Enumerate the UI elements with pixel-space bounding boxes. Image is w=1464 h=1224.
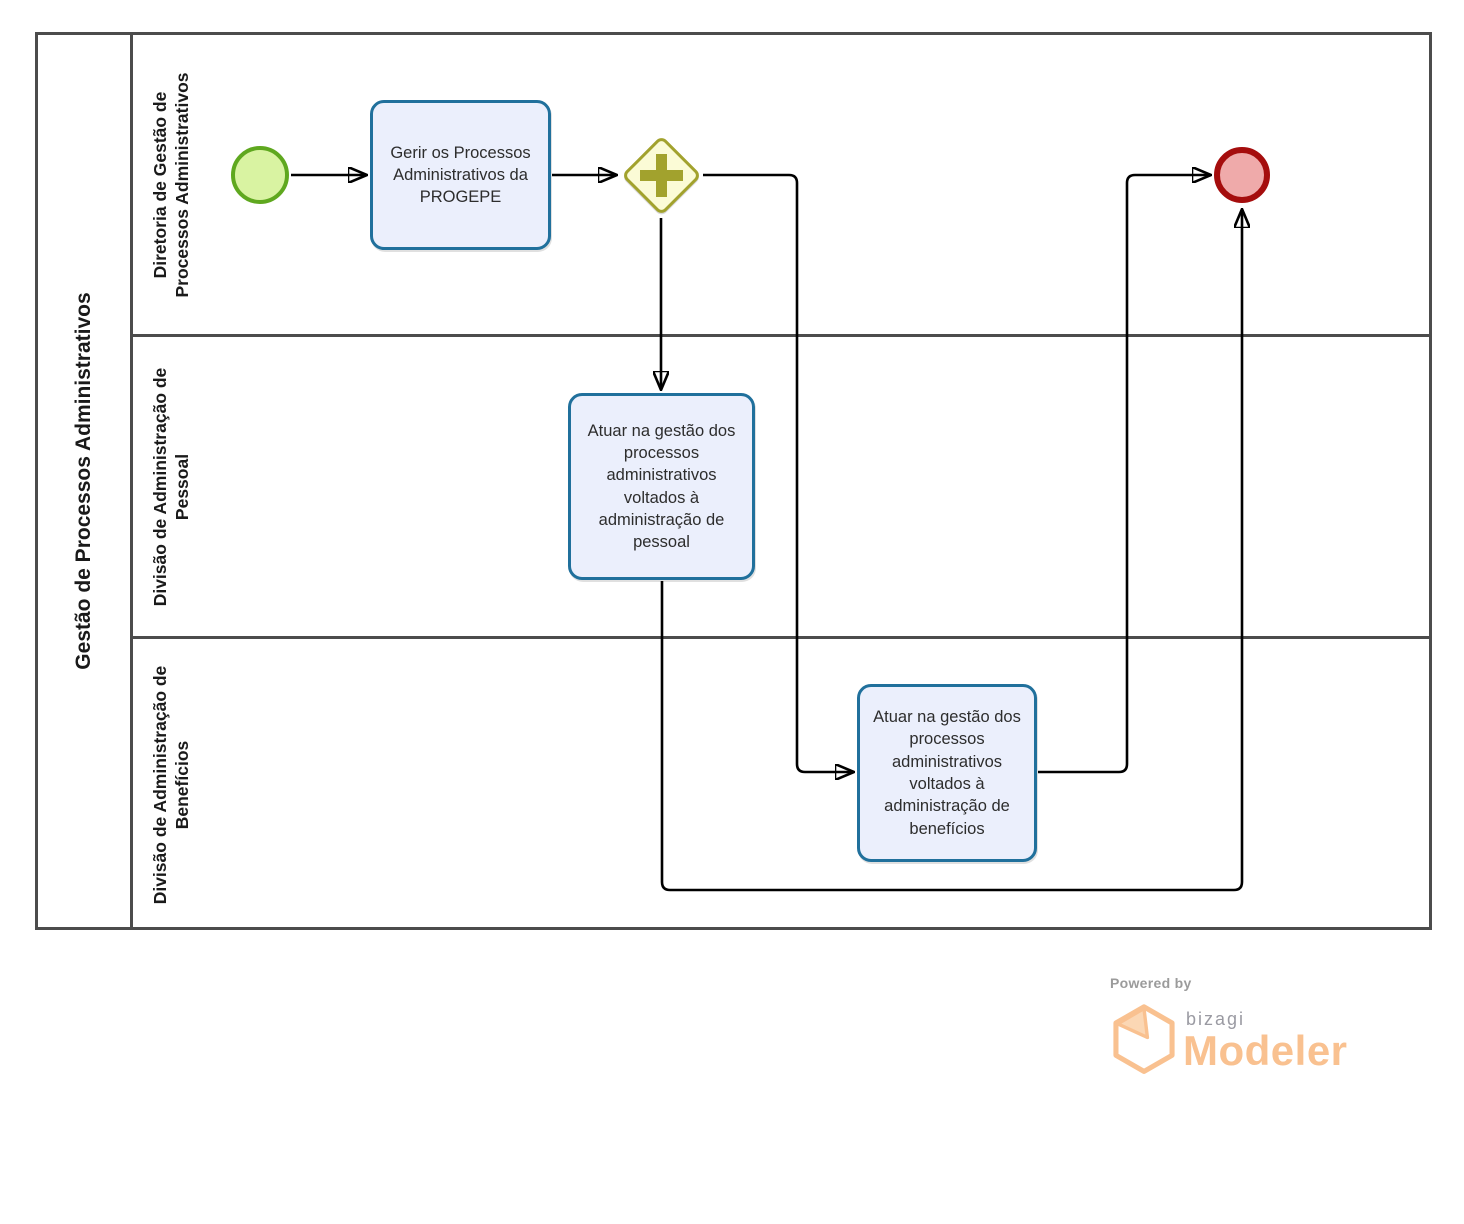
task-admin-pessoal[interactable]: Atuar na gestão dos processos administra… bbox=[568, 393, 755, 580]
end-event[interactable] bbox=[1214, 147, 1270, 203]
start-event[interactable] bbox=[231, 146, 289, 204]
brand-label: bizagi bbox=[1186, 1009, 1246, 1029]
task-admin-beneficios[interactable]: Atuar na gestão dos processos administra… bbox=[857, 684, 1037, 862]
lane-admin-pessoal: Divisão de Administração de Pessoal bbox=[133, 334, 1429, 636]
powered-by-label: Powered by bbox=[1110, 975, 1192, 991]
plus-icon bbox=[640, 154, 683, 197]
flow-pessoal-to-end[interactable] bbox=[660, 210, 1242, 892]
pool-title-strip: Gestão de Processos Administrativos bbox=[38, 35, 133, 927]
product-label: Modeler bbox=[1183, 1027, 1348, 1074]
task-gerir-processos[interactable]: Gerir os Processos Administrativos da PR… bbox=[370, 100, 551, 250]
flow-beneficios-to-end[interactable] bbox=[1038, 175, 1210, 774]
lane-admin-beneficios: Divisão de Administração de Benefícios bbox=[133, 636, 1429, 930]
bizagi-logo-icon bbox=[1113, 1004, 1175, 1074]
bizagi-footer: Powered by bizagi Modeler bbox=[1110, 975, 1390, 1095]
task-gerir-processos-label: Gerir os Processos Administrativos da PR… bbox=[390, 143, 531, 207]
task-admin-beneficios-label: Atuar na gestão dos processos administra… bbox=[873, 708, 1021, 838]
flow-gateway-to-beneficios[interactable] bbox=[703, 173, 853, 772]
task-admin-pessoal-label: Atuar na gestão dos processos administra… bbox=[587, 421, 736, 552]
